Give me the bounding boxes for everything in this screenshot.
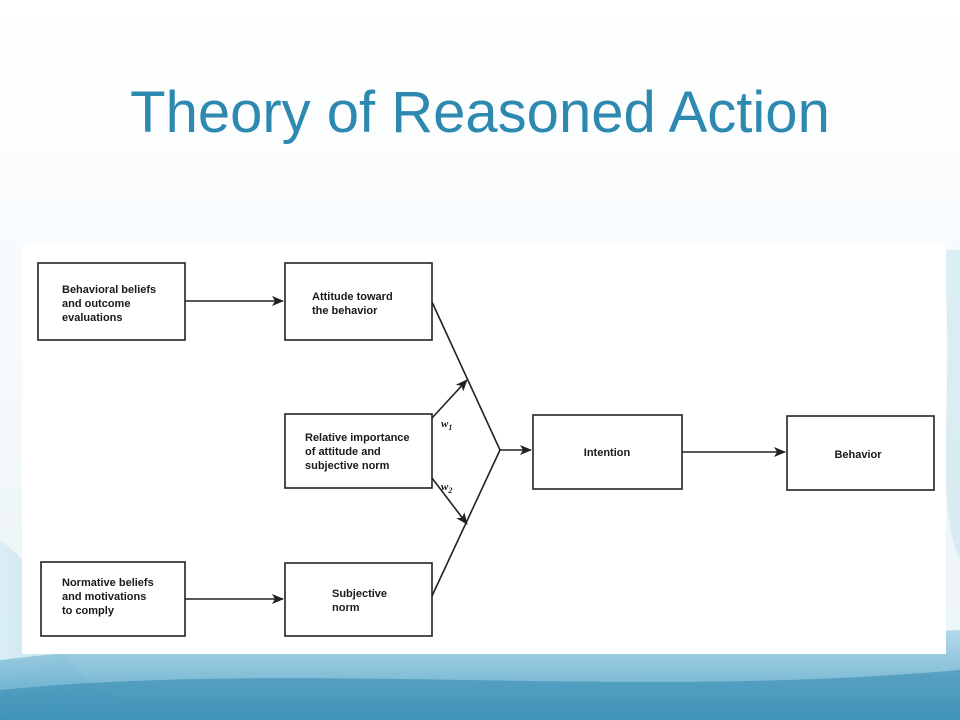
node-behavioral-beliefs: Behavioral beliefs and outcome evaluatio… (37, 262, 186, 341)
svg-text:Subjective: Subjective (332, 588, 387, 600)
node-attitude: Attitude toward the behavior (284, 262, 433, 341)
svg-text:Intention: Intention (584, 447, 631, 459)
svg-text:Normative beliefs: Normative beliefs (62, 577, 154, 589)
svg-text:to comply: to comply (62, 605, 115, 617)
node-intention: Intention (532, 414, 683, 490)
edge-attitude-to-intention (431, 301, 501, 451)
svg-text:the behavior: the behavior (312, 305, 378, 317)
svg-text:of attitude and: of attitude and (305, 446, 381, 458)
node-subjective-norm: Subjective norm (284, 562, 433, 637)
node-relative-importance: Relative importance of attitude and subj… (284, 413, 433, 489)
node-behavior: Behavior (786, 415, 935, 491)
svg-text:norm: norm (332, 602, 360, 614)
edge-w2 (431, 477, 468, 525)
svg-text:Relative importance: Relative importance (305, 432, 410, 444)
tra-diagram: w1 w2 Behavioral beliefs and outcome eva… (37, 262, 935, 637)
weight-w1-label: w1 (441, 418, 452, 432)
svg-text:evaluations: evaluations (62, 312, 123, 324)
slide-title: Theory of Reasoned Action (130, 80, 830, 145)
diagram-panel: w1 w2 Behavioral beliefs and outcome eva… (22, 244, 946, 654)
weight-w2-label: w2 (441, 481, 452, 495)
edge-w1 (431, 379, 468, 419)
svg-text:and outcome: and outcome (62, 298, 130, 310)
svg-text:Behavioral beliefs: Behavioral beliefs (62, 284, 156, 296)
svg-text:Behavior: Behavior (834, 449, 882, 461)
node-normative-beliefs: Normative beliefs and motivations to com… (40, 561, 186, 637)
svg-text:and motivations: and motivations (62, 591, 146, 603)
svg-text:subjective norm: subjective norm (305, 460, 390, 472)
svg-text:Attitude toward: Attitude toward (312, 291, 393, 303)
